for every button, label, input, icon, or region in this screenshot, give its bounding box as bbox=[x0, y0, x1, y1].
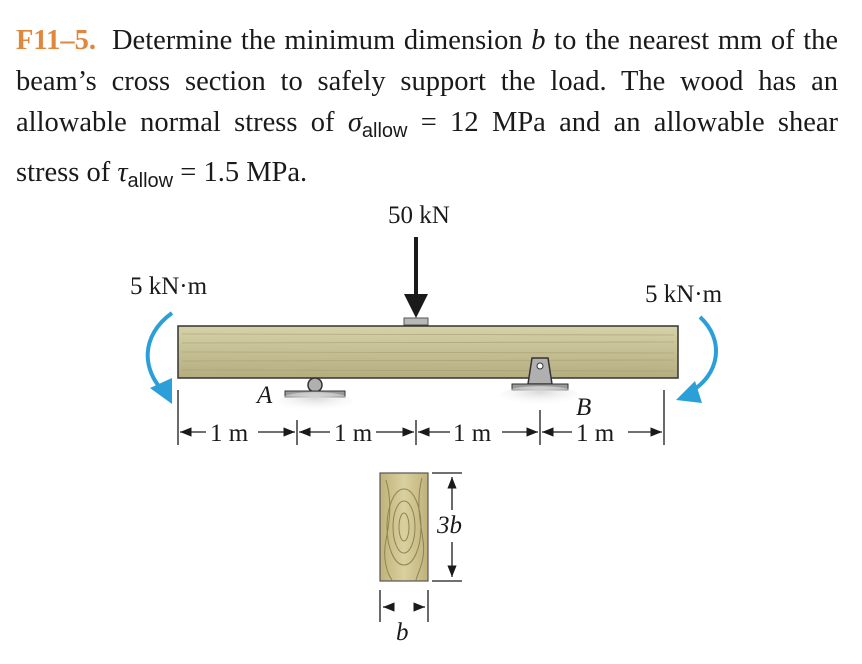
tau-symbol: τ bbox=[117, 157, 128, 188]
width-dimension bbox=[379, 590, 429, 622]
moment-right-label: 5 kN·m bbox=[645, 281, 723, 308]
span-label-2: 1 m bbox=[334, 420, 373, 447]
sigma-symbol: σ bbox=[347, 107, 362, 138]
problem-line4: and an allowable shear stress of bbox=[16, 107, 839, 188]
span-label-4: 1 m bbox=[576, 420, 615, 447]
load-arrow-head bbox=[404, 294, 428, 318]
support-b-pin-hole bbox=[536, 362, 544, 370]
problem-line1-end: to the nearest bbox=[554, 25, 710, 56]
load-plate bbox=[403, 317, 429, 326]
span-dimensions bbox=[177, 390, 665, 445]
support-b-pin bbox=[527, 357, 553, 385]
problem-id: F11–5. bbox=[16, 25, 96, 56]
problem-line1: Determine the minimum dimension bbox=[111, 25, 523, 56]
load-label: 50 kN bbox=[388, 202, 450, 229]
equals-1: = bbox=[420, 107, 437, 138]
cross-section-grain bbox=[384, 477, 425, 581]
support-a-roller bbox=[307, 377, 323, 393]
height-label: 3b bbox=[436, 512, 462, 539]
support-b-label: B bbox=[576, 394, 591, 421]
sigma-subscript: allow bbox=[361, 120, 408, 142]
support-a-label: A bbox=[255, 382, 273, 409]
moment-right-arrowhead bbox=[676, 381, 702, 403]
equals-2: = bbox=[180, 157, 197, 188]
support-b-ground bbox=[500, 386, 580, 406]
beam-grain bbox=[181, 333, 675, 372]
span-label-1: 1 m bbox=[210, 420, 249, 447]
var-b: b bbox=[531, 25, 546, 56]
moment-left-arrowhead bbox=[150, 378, 172, 404]
tau-value: 1.5 MPa. bbox=[203, 157, 308, 188]
span-label-3: 1 m bbox=[453, 420, 492, 447]
support-a-ground bbox=[277, 392, 353, 412]
problem-statement: F11–5.Determine the minimum dimension b … bbox=[16, 20, 838, 202]
width-label: b bbox=[396, 619, 409, 646]
moment-right-arrow bbox=[688, 315, 718, 394]
tau-subscript: allow bbox=[127, 170, 174, 192]
problem-line3: The wood has an allowable normal stress … bbox=[16, 66, 838, 138]
sigma-value: 12 MPa bbox=[450, 107, 546, 138]
problem-line2: mm of the beam’s cross section to safely… bbox=[16, 25, 839, 97]
height-dimension bbox=[432, 472, 462, 582]
moment-left-label: 5 kN·m bbox=[130, 273, 208, 300]
